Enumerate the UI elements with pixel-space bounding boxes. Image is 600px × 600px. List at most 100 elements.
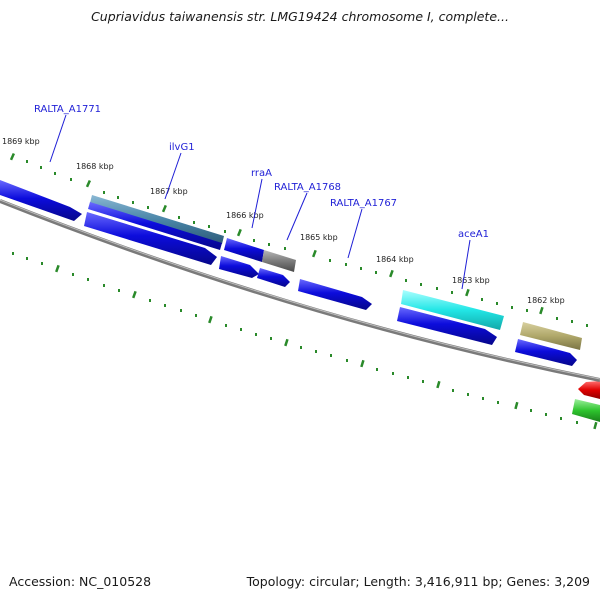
ruler-tick: [26, 160, 28, 163]
chromosome-backbone-highlight: [0, 199, 600, 380]
kbp-label: 1864 kbp: [376, 255, 414, 264]
ruler-tick: [193, 221, 195, 224]
callout-line: [164, 152, 182, 200]
gene-track-upper: [0, 180, 582, 350]
ruler-tick: [224, 230, 226, 233]
ruler-tick: [452, 389, 454, 392]
gene-callouts: [49, 114, 471, 290]
map-title: Cupriavidus taiwanensis str. LMG19424 ch…: [91, 9, 509, 24]
ruler-tick: [253, 239, 255, 242]
ruler-tick-major: [539, 306, 544, 315]
kbp-label: 1869 kbp: [2, 137, 40, 146]
accession-text: Accession: NC_010528: [9, 574, 152, 589]
ruler-tick: [530, 409, 532, 412]
cds-arrow[interactable]: [219, 256, 259, 278]
ruler-tick: [526, 309, 528, 312]
ruler-tick: [329, 259, 331, 262]
ruler-tick: [118, 289, 120, 292]
gene-arrow-ilvg1-cds[interactable]: [88, 202, 222, 250]
ruler-tick: [360, 267, 362, 270]
ruler-tick: [422, 380, 424, 383]
ruler-tick-major: [132, 290, 137, 299]
callout-line: [49, 114, 67, 163]
ruler-tick: [180, 309, 182, 312]
ruler-tick-major: [514, 401, 519, 410]
ruler-tick: [330, 354, 332, 357]
ruler-tick: [346, 359, 348, 362]
gene-arrow-ralta-a1771[interactable]: [0, 180, 82, 221]
ruler-tick: [407, 376, 409, 379]
gene-labels: RALTA_A1771 ilvG1 rraA RALTA_A1768 RALTA…: [34, 104, 489, 240]
gene-label-acea1[interactable]: aceA1: [458, 229, 489, 240]
ruler-tick: [451, 291, 453, 294]
kbp-label: 1866 kbp: [226, 211, 264, 220]
ruler-tick: [482, 397, 484, 400]
gene-label-ilvg1[interactable]: ilvG1: [169, 142, 195, 153]
ruler-tick: [420, 283, 422, 286]
ruler-tick-major: [236, 228, 242, 237]
ruler-tick-major: [85, 179, 91, 188]
lower-ruler-ticks: [12, 252, 598, 430]
callout-line: [286, 192, 308, 241]
ruler-tick: [436, 287, 438, 290]
kbp-label: 1863 kbp: [452, 276, 490, 285]
ruler-tick: [375, 271, 377, 274]
gene-arrow-green[interactable]: [572, 399, 600, 422]
gene-arrow-rraa[interactable]: [224, 238, 264, 262]
gene-label-ralta-a1771[interactable]: RALTA_A1771: [34, 104, 101, 115]
ruler-tick: [496, 302, 498, 305]
kbp-label: 1862 kbp: [527, 296, 565, 305]
ruler-tick: [87, 278, 89, 281]
ruler-tick: [556, 317, 558, 320]
ruler-tick: [392, 372, 394, 375]
ruler-tick-major: [55, 264, 60, 273]
kbp-label: 1867 kbp: [150, 187, 188, 196]
gene-arrow-khaki[interactable]: [520, 322, 582, 350]
ruler-tick-major: [208, 315, 213, 324]
cds-arrow[interactable]: [397, 307, 497, 345]
ruler-tick: [497, 401, 499, 404]
gene-label-ralta-a1768[interactable]: RALTA_A1768: [274, 182, 341, 193]
ruler-tick-major: [436, 380, 441, 389]
ruler-tick: [576, 421, 578, 424]
ruler-tick: [467, 393, 469, 396]
topology-summary-text: Topology: circular; Length: 3,416,911 bp…: [246, 574, 590, 589]
cds-arrow[interactable]: [515, 339, 577, 366]
gene-arrow-ralta-a1768-pseudo[interactable]: [262, 250, 296, 272]
ruler-tick: [41, 262, 43, 265]
ruler-tick: [586, 324, 588, 327]
cds-arrow[interactable]: [84, 212, 217, 265]
ruler-tick: [178, 216, 180, 219]
chromosome-backbone: [0, 199, 600, 382]
ruler-tick: [147, 206, 149, 209]
gene-track-lower: [84, 212, 600, 422]
ruler-tick: [511, 306, 513, 309]
ruler-tick: [54, 172, 56, 175]
ruler-tick: [571, 320, 573, 323]
ruler-tick: [315, 350, 317, 353]
gene-arrow-red[interactable]: [578, 381, 600, 399]
callout-line: [461, 239, 471, 290]
ruler-tick: [481, 298, 483, 301]
gene-label-ralta-a1767[interactable]: RALTA_A1767: [330, 198, 397, 209]
ruler-tick: [164, 304, 166, 307]
ruler-tick-major: [389, 269, 394, 278]
gene-label-rraa[interactable]: rraA: [251, 168, 272, 179]
cds-arrow[interactable]: [257, 268, 290, 287]
ruler-tick: [560, 417, 562, 420]
ruler-tick-major: [360, 359, 365, 368]
ruler-tick: [255, 333, 257, 336]
ruler-tick: [149, 299, 151, 302]
cds-arrow[interactable]: [298, 279, 372, 310]
ruler-tick: [117, 196, 119, 199]
ruler-tick: [70, 178, 72, 181]
ruler-tick-major: [9, 152, 15, 161]
ruler-tick: [300, 346, 302, 349]
gene-arrow-ilvg1-gene[interactable]: [90, 195, 224, 244]
gene-arrow-acea1[interactable]: [401, 290, 504, 330]
ruler-tick-major: [593, 421, 598, 430]
ruler-labels: 1869 kbp 1868 kbp 1867 kbp 1866 kbp 1865…: [2, 137, 565, 305]
ruler-tick: [268, 243, 270, 246]
ruler-tick: [284, 247, 286, 250]
ruler-tick: [195, 314, 197, 317]
